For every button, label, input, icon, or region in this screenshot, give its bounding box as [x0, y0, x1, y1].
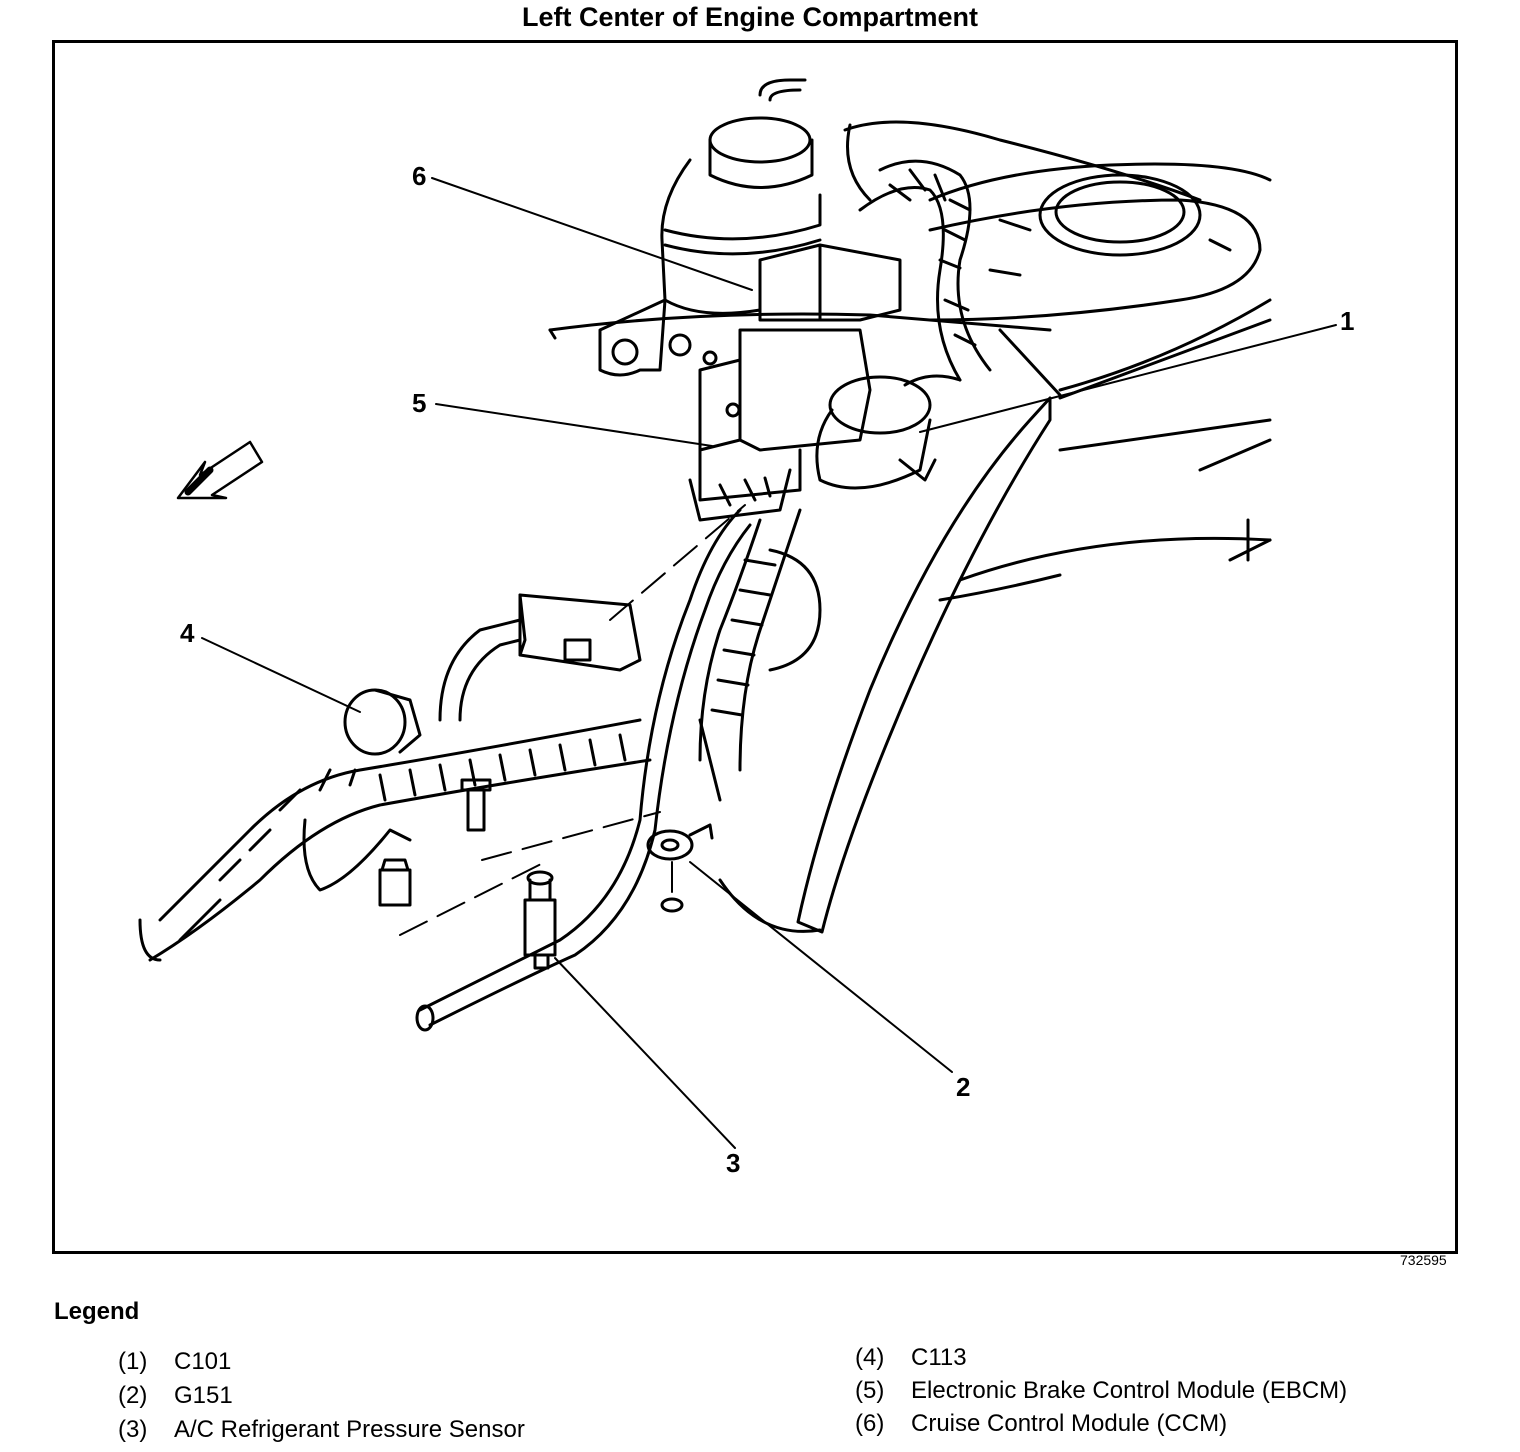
c113-connector	[343, 593, 642, 756]
legend-item-label: C101	[174, 1348, 232, 1375]
legend-item-number: (5)	[855, 1377, 885, 1404]
legend-item: (3) A/C Refrigerant Pressure Sensor	[118, 1416, 525, 1444]
callout-1: 1	[1340, 306, 1354, 336]
legend-item: (4) C113	[855, 1344, 967, 1372]
fender-panel	[718, 298, 1272, 934]
legend-item-number: (4)	[855, 1344, 885, 1371]
legend-item: (1) C101	[118, 1348, 231, 1376]
diagram-frame	[52, 40, 1458, 1254]
c101-connector	[815, 374, 962, 490]
cruise-control-module	[548, 243, 1052, 340]
callout-3: 3	[726, 1148, 740, 1178]
wiring-harness	[138, 159, 992, 962]
legend-item: (6) Cruise Control Module (CCM)	[855, 1410, 1227, 1438]
legend-item: (5) Electronic Brake Control Module (EBCM…	[855, 1377, 1347, 1405]
forward-arrow-icon	[176, 440, 264, 500]
leader-lines	[201, 177, 1337, 1149]
ebcm-module	[688, 328, 872, 522]
callout-4: 4	[180, 618, 195, 648]
legend-item-label: G151	[174, 1382, 233, 1409]
legend-item-label: Cruise Control Module (CCM)	[911, 1410, 1228, 1437]
legend-item-number: (2)	[118, 1382, 148, 1409]
callout-6: 6	[412, 161, 426, 191]
legend-item-number: (1)	[118, 1348, 148, 1375]
blower-housing	[843, 120, 1272, 397]
legend-item: (2) G151	[118, 1382, 233, 1410]
legend-item-label: C113	[911, 1344, 967, 1371]
callout-labels: 6 5 4 1 2 3	[180, 161, 1354, 1178]
ac-line-and-sensor	[302, 508, 752, 1032]
callout-5: 5	[412, 388, 426, 418]
legend-item-label: Electronic Brake Control Module (EBCM)	[911, 1377, 1348, 1404]
legend-heading: Legend	[54, 1298, 140, 1325]
installation-guides	[399, 504, 746, 936]
legend-item-label: A/C Refrigerant Pressure Sensor	[174, 1416, 525, 1443]
brake-reservoir	[598, 78, 822, 377]
diagram-title: Left Center of Engine Compartment	[521, 2, 979, 32]
legend-item-number: (3)	[118, 1416, 148, 1443]
callout-2: 2	[956, 1072, 970, 1102]
figure-id: 732595	[1400, 1252, 1447, 1268]
legend-item-number: (6)	[855, 1410, 885, 1437]
